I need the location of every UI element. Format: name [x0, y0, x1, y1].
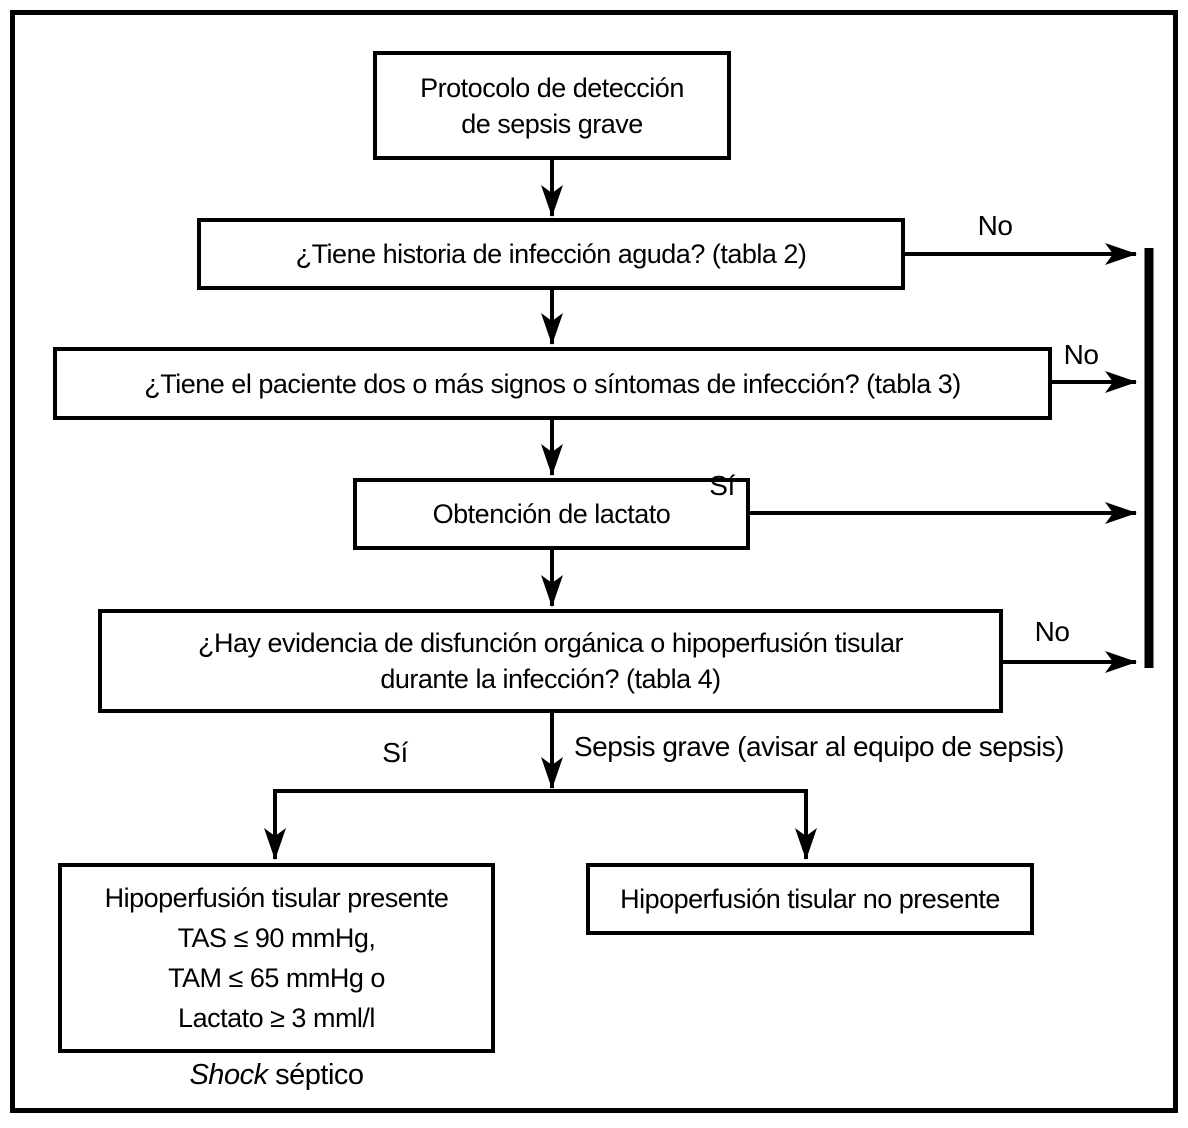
- caption-shock-septico: Shock séptico: [58, 1059, 495, 1092]
- hypoperfusion-present-line1: Hipoperfusión tisular presente: [104, 883, 449, 913]
- box-infection-history-text: ¿Tiene historia de infección aguda? (tab…: [295, 239, 807, 269]
- box-lactate-text: Obtención de lactato: [432, 499, 671, 529]
- hypoperfusion-present-line3: TAM ≤ 65 mmHg o: [168, 963, 385, 993]
- box-hypoperfusion-absent: Hipoperfusión tisular no presente: [586, 863, 1034, 935]
- caption-shock-rest: séptico: [267, 1059, 364, 1091]
- box-protocol: Protocolo de detección de sepsis grave: [373, 51, 731, 160]
- box-hypoperfusion-absent-text: Hipoperfusión tisular no presente: [620, 884, 1000, 914]
- hypoperfusion-present-line2: TAS ≤ 90 mmHg,: [177, 923, 376, 953]
- box-infection-history: ¿Tiene historia de infección aguda? (tab…: [197, 218, 905, 290]
- hypoperfusion-present-line4: Lactato ≥ 3 mml/l: [178, 1003, 375, 1033]
- box-hypoperfusion-present: Hipoperfusión tisular presente TAS ≤ 90 …: [58, 863, 495, 1053]
- box-protocol-text: Protocolo de detección de sepsis grave: [420, 72, 684, 139]
- label-no-history: No: [977, 210, 1013, 241]
- box-signs-symptoms-text: ¿Tiene el paciente dos o más signos o sí…: [144, 368, 961, 399]
- label-no-dysfunction: No: [1034, 616, 1070, 647]
- outer-frame: [10, 10, 1178, 1113]
- label-sepsis-grave: Sepsis grave (avisar al equipo de sepsis…: [574, 731, 1064, 762]
- label-yes-branch: Sí: [382, 737, 408, 768]
- box-organ-dysfunction: ¿Hay evidencia de disfunción orgánica o …: [98, 609, 1003, 713]
- box-lactate: Obtención de lactato: [353, 478, 750, 550]
- label-yes-lactate: Sí: [709, 470, 735, 501]
- box-organ-dysfunction-text: ¿Hay evidencia de disfunción orgánica o …: [198, 628, 903, 694]
- box-signs-symptoms: ¿Tiene el paciente dos o más signos o sí…: [53, 347, 1052, 420]
- label-no-signs: No: [1063, 339, 1099, 370]
- caption-shock-word: Shock: [189, 1059, 268, 1091]
